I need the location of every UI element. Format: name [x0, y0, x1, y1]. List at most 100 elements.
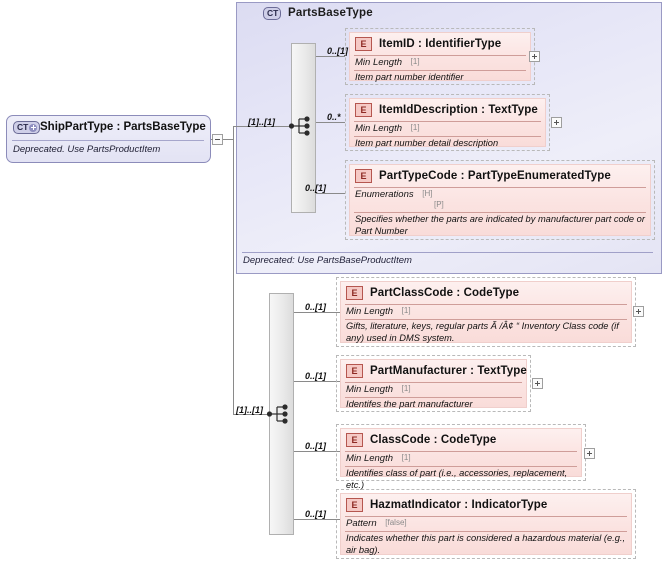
expand-toggle-itemid[interactable]: [529, 51, 540, 62]
connector-seq-bottom-to-partclasscode: [294, 312, 345, 313]
element-itemid-body: E ItemID : IdentifierType Min Length [1]…: [349, 32, 531, 82]
element-itemiddescription[interactable]: E ItemIdDescription : TextType Min Lengt…: [345, 94, 550, 151]
element-classcode-title: ClassCode : CodeType: [370, 434, 497, 446]
e-badge-icon: E: [346, 498, 363, 512]
root-element-description: Deprecated. Use PartsProductItem: [13, 144, 161, 155]
element-partmanufacturer-divider-1: [345, 382, 522, 383]
ct-badge-partsbasetype: CT: [263, 7, 282, 20]
element-classcode-body: E ClassCode : CodeType Min Length [1] Id…: [340, 428, 582, 490]
facet-value: [1]: [410, 123, 420, 132]
element-hazmatindicator-body: E HazmatIndicator : IndicatorType Patter…: [340, 493, 632, 555]
e-badge-icon: E: [346, 433, 363, 447]
expand-toggle-itemiddescription[interactable]: [551, 117, 562, 128]
element-parttypecode-title: PartTypeCode : PartTypeEnumeratedType: [379, 170, 611, 182]
collapse-toggle-shipparttype[interactable]: [212, 134, 223, 145]
connector-to-sequence-bottom: [233, 414, 269, 415]
cardinality-partmanufacturer: 0..[1]: [305, 371, 327, 381]
e-badge-icon: E: [355, 37, 372, 51]
element-partmanufacturer-title: PartManufacturer : TextType: [370, 365, 527, 377]
facet-value: [false]: [385, 518, 407, 527]
connector-seq-bottom-to-partmanufacturer: [294, 381, 345, 382]
facet-label: Min Length: [346, 306, 394, 317]
e-badge-icon: E: [346, 364, 363, 378]
element-parttypecode-divider-2: [354, 212, 646, 213]
cardinality-parttypecode: 0..[1]: [305, 183, 327, 193]
facet-value-secondary: [P]: [434, 200, 444, 209]
expand-toggle-partmanufacturer[interactable]: [532, 378, 543, 389]
e-badge-icon: E: [355, 169, 372, 183]
root-element-shipparttype[interactable]: [6, 115, 211, 163]
connector-seq-top-to-itemiddescription: [316, 122, 345, 123]
element-partmanufacturer-body: E PartManufacturer : TextType Min Length…: [340, 359, 527, 409]
element-partclasscode-header: E PartClassCode : CodeType: [341, 282, 631, 304]
element-classcode-divider-2: [345, 466, 577, 467]
ct-badge-label-root: CT: [17, 122, 29, 132]
facet-value: [1]: [401, 384, 411, 393]
facet-label: Min Length: [355, 123, 403, 134]
complex-type-footer-divider: [242, 252, 653, 253]
element-hazmatindicator[interactable]: E HazmatIndicator : IndicatorType Patter…: [336, 489, 636, 559]
element-classcode-divider-1: [345, 451, 577, 452]
element-itemiddescription-title: ItemIdDescription : TextType: [379, 104, 538, 116]
facet-value: [1]: [401, 306, 411, 315]
element-itemid-divider-1: [354, 55, 526, 56]
element-itemid-title: ItemID : IdentifierType: [379, 38, 502, 50]
facet-label: Pattern: [346, 518, 377, 529]
element-parttypecode-body: E PartTypeCode : PartTypeEnumeratedType …: [349, 164, 651, 236]
e-badge-icon: E: [346, 286, 363, 300]
element-classcode-header: E ClassCode : CodeType: [341, 429, 581, 451]
facet-label: Min Length: [355, 57, 403, 68]
connector-seq-top-to-parttypecode: [316, 193, 345, 194]
ct-badge-shipparttype: CT: [13, 121, 41, 134]
root-element-divider: [12, 140, 204, 141]
element-partclasscode-title: PartClassCode : CodeType: [370, 287, 520, 299]
root-element-title: ShipPartType : PartsBaseType: [40, 121, 206, 133]
expand-toggle-partclasscode[interactable]: [633, 306, 644, 317]
ct-plus-icon: [29, 123, 38, 132]
element-partclasscode-body: E PartClassCode : CodeType Min Length [1…: [340, 281, 632, 343]
element-itemiddescription-divider-1: [354, 121, 541, 122]
element-partclasscode-divider-1: [345, 304, 627, 305]
element-itemiddescription-facet: Min Length [1]: [355, 123, 420, 134]
element-itemid-facet: Min Length [1]: [355, 57, 420, 68]
cardinality-itemiddescription: 0..*: [327, 112, 341, 122]
complex-type-footer-note: Deprecated: Use PartsBaseProductItem: [243, 255, 412, 266]
ct-badge-label: CT: [267, 8, 279, 18]
element-hazmatindicator-divider-2: [345, 531, 627, 532]
facet-value: [1]: [410, 57, 420, 66]
element-partmanufacturer-header: E PartManufacturer : TextType: [341, 360, 527, 382]
element-itemiddescription-header: E ItemIdDescription : TextType: [350, 99, 545, 121]
element-partmanufacturer-description: Identifes the part manufacturer: [346, 399, 473, 409]
element-itemid-divider-2: [354, 70, 526, 71]
connector-root-to-toggle: [211, 139, 213, 140]
element-itemid[interactable]: E ItemID : IdentifierType Min Length [1]…: [345, 28, 535, 85]
element-hazmatindicator-header: E HazmatIndicator : IndicatorType: [341, 494, 631, 516]
element-itemiddescription-body: E ItemIdDescription : TextType Min Lengt…: [349, 98, 546, 148]
element-partmanufacturer-facet: Min Length [1]: [346, 384, 411, 395]
element-parttypecode-description: Specifies whether the parts are indicate…: [355, 214, 645, 236]
element-classcode[interactable]: E ClassCode : CodeType Min Length [1] Id…: [336, 424, 586, 490]
element-hazmatindicator-divider-1: [345, 516, 627, 517]
connector-trunk-h: [223, 139, 233, 140]
element-parttypecode-facet: Enumerations [H]: [355, 189, 433, 200]
element-hazmatindicator-facet: Pattern [false]: [346, 518, 407, 529]
element-partclasscode-description: Gifts, literature, keys, regular parts Ã…: [346, 321, 619, 343]
element-partclasscode-facet: Min Length [1]: [346, 306, 411, 317]
cardinality-classcode: 0..[1]: [305, 441, 327, 451]
connector-seq-bottom-to-classcode: [294, 451, 345, 452]
element-itemid-description: Item part number identifier: [355, 72, 464, 82]
element-partclasscode[interactable]: E PartClassCode : CodeType Min Length [1…: [336, 277, 636, 347]
connector-trunk-v: [233, 126, 234, 414]
facet-label: Min Length: [346, 453, 394, 464]
facet-value: [1]: [401, 453, 411, 462]
element-partmanufacturer-divider-2: [345, 397, 522, 398]
element-classcode-facet: Min Length [1]: [346, 453, 411, 464]
cardinality-sequence-top: [1]..[1]: [248, 117, 275, 127]
connector-seq-bottom-to-hazmatindicator: [294, 519, 345, 520]
element-partmanufacturer[interactable]: E PartManufacturer : TextType Min Length…: [336, 355, 531, 412]
element-parttypecode[interactable]: E PartTypeCode : PartTypeEnumeratedType …: [345, 160, 655, 240]
expand-toggle-classcode[interactable]: [584, 448, 595, 459]
complex-type-title: PartsBaseType: [288, 7, 373, 19]
e-badge-icon: E: [355, 103, 372, 117]
